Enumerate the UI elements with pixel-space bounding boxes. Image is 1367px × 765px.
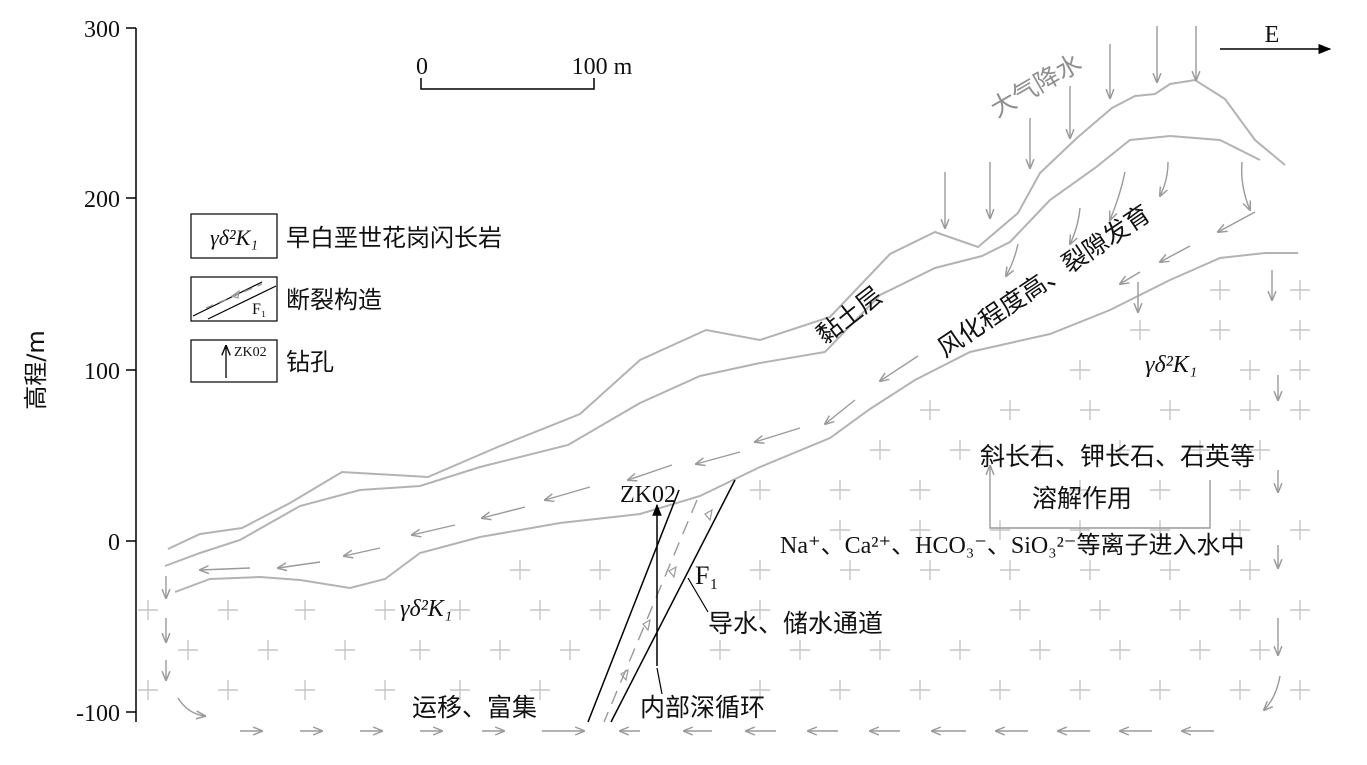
weathering-zone-label: 风化程度高、裂隙发育: [932, 199, 1155, 363]
legend-rock-label: 早白垩世花岗闪长岩: [286, 224, 502, 252]
legend-box-fault: [190, 276, 278, 322]
clay-layer-label: 黏土层: [811, 281, 888, 350]
bottom-flow-arrows: [166, 576, 1214, 731]
ions-label: Na⁺、Ca²⁺、HCO₃⁻、SiO₃²⁻等离子进入水中: [780, 532, 1244, 559]
channel-label: 导水、储水通道: [708, 609, 883, 638]
legend-box-rock: [190, 213, 278, 259]
legend: γδ²K₁ 早白垩世花岗闪长岩 F₁ 断裂构造 ZK02 钻孔: [190, 213, 502, 383]
infiltration-arrows: [1006, 161, 1250, 276]
clay-bottom: [164, 134, 1261, 567]
east-label: E: [1265, 22, 1280, 48]
precipitation-arrows: [945, 26, 1196, 228]
granite-pattern: [138, 280, 1310, 700]
minerals-label: 斜长石、钾长石、石英等: [980, 442, 1255, 471]
fault-f1: [587, 479, 736, 723]
rock-unit-label-upper: γδ²K₁: [1145, 352, 1197, 378]
dissolution-label: 溶解作用: [1032, 484, 1132, 513]
y-tick-minus100: -100: [76, 701, 120, 727]
borehole-zk02: [652, 503, 663, 695]
legend-fault-symbol: F₁: [252, 301, 266, 318]
borehole-label: ZK02: [620, 482, 676, 508]
y-tick-0: 0: [108, 530, 120, 556]
migration-label: 运移、富集: [412, 693, 537, 722]
slope-flow-arrows: [200, 211, 1256, 570]
legend-borehole-symbol: ZK02: [234, 345, 267, 360]
y-axis-label: 高程/m: [22, 330, 50, 409]
legend-box-borehole: [190, 339, 278, 383]
terrain-lines: [164, 78, 1298, 593]
legend-fault-label: 断裂构造: [286, 286, 382, 314]
scale-bar: 0 100 m: [416, 54, 633, 90]
y-tick-100: 100: [84, 359, 120, 385]
y-tick-300: 300: [84, 17, 120, 43]
ground-surface: [167, 78, 1286, 550]
precipitation-label: 大气降水: [986, 48, 1087, 123]
y-tick-200: 200: [84, 187, 120, 213]
right-descending-arrows: [990, 270, 1280, 710]
legend-rock-symbol: γδ²K₁: [210, 225, 258, 250]
rock-unit-label-lower: γδ²K₁: [400, 596, 452, 622]
east-direction: E: [1220, 22, 1332, 55]
deep-circulation-label: 内部深循环: [640, 693, 765, 722]
y-axis: 300 200 100 0 -100 高程/m: [22, 17, 137, 727]
scale-end: 100 m: [572, 54, 633, 80]
weathered-bottom: [174, 252, 1298, 593]
scale-start: 0: [416, 54, 428, 80]
legend-borehole-label: 钻孔: [286, 348, 334, 376]
fault-label: F₁: [695, 561, 719, 590]
